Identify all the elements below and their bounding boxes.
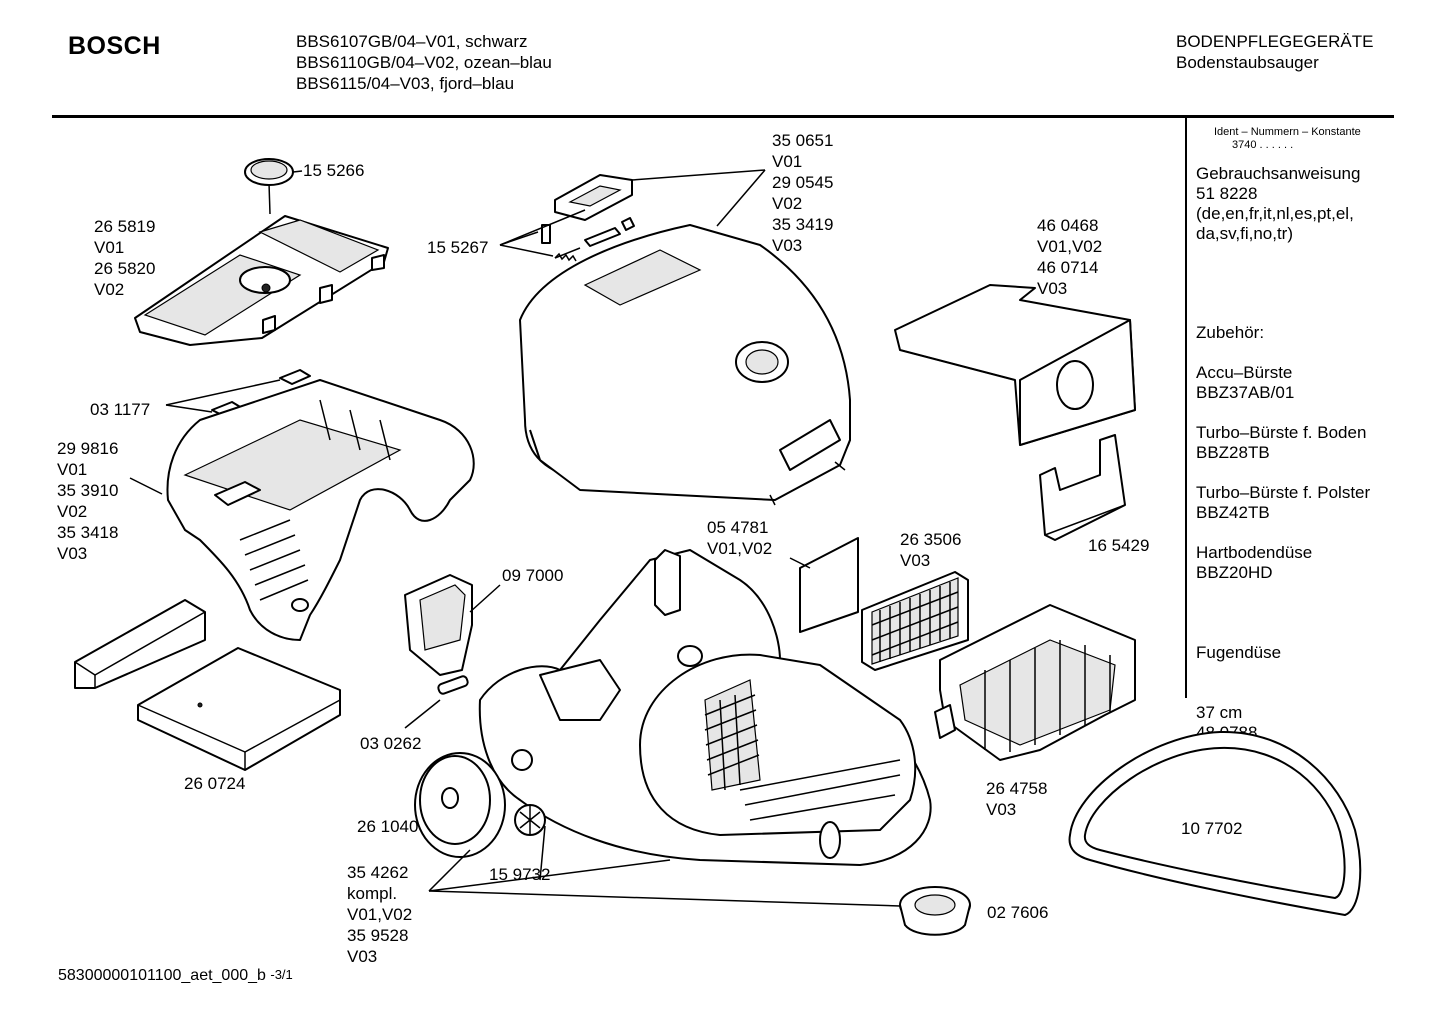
leader-line <box>716 169 766 227</box>
accessory-item: Turbo–Bürste f. Polster BBZ42TB <box>1196 483 1370 523</box>
sidebar-divider <box>1185 118 1187 698</box>
top-cover-part <box>519 224 851 506</box>
leader-line <box>631 169 766 181</box>
category-heading: BODENPFLEGEGERÄTE Bodenstaubsauger <box>1176 31 1373 73</box>
filter-sheet-part <box>799 537 859 633</box>
bag-holder-part <box>1039 434 1126 541</box>
leader-line <box>428 849 471 892</box>
accessory-name: Turbo–Bürste f. Polster <box>1196 483 1371 502</box>
wheel-part <box>414 752 506 858</box>
wheel-cap-part <box>514 804 546 836</box>
leader-line <box>428 859 671 892</box>
category-subline: Bodenstaubsauger <box>1176 53 1319 72</box>
ident-value: 3740 . . . . . . <box>1232 139 1294 151</box>
part-number-350651: 35 0651 V01 29 0545 V02 35 3419 V03 <box>772 131 834 255</box>
category-line: BODENPFLEGEGERÄTE <box>1176 32 1374 51</box>
model-line: BBS6107GB/04–V01, schwarz <box>296 32 528 51</box>
document-code: 58300000101100_aet_000_b <box>58 967 266 984</box>
accessory-code: BBZ37AB/01 <box>1196 383 1295 402</box>
part-number-263506: 26 3506 V03 <box>900 530 962 570</box>
accessory-name: Accu–Bürste <box>1196 363 1293 382</box>
accessory-code: BBZ20HD <box>1196 563 1273 582</box>
accessories-title: Zubehör: <box>1196 323 1265 342</box>
manual-block: Gebrauchsanweisung 51 8228 (de,en,fr,it,… <box>1196 164 1360 244</box>
foam-block-part <box>74 599 206 689</box>
part-number-155267: 15 5267 <box>427 238 489 257</box>
manual-line: Gebrauchsanweisung <box>1196 164 1361 183</box>
leader-line <box>404 699 441 729</box>
dust-bag-part <box>894 284 1136 446</box>
part-number-155266: 15 5266 <box>303 161 365 180</box>
base-plate-part <box>137 647 341 771</box>
upper-housing-part <box>166 379 475 641</box>
accessory-name: Hartbodendüse <box>1196 543 1313 562</box>
accessory-item: Turbo–Bürste f. Boden BBZ28TB <box>1196 423 1366 463</box>
part-number-165429: 16 5429 <box>1088 536 1150 555</box>
part-number-261040: 26 1040 <box>357 817 419 836</box>
leader-line <box>165 379 281 406</box>
leader-line <box>469 584 501 613</box>
accessory-item: Hartbodendüse BBZ20HD <box>1196 543 1312 583</box>
roller-part <box>437 675 469 695</box>
accessory-code: BBZ42TB <box>1196 503 1270 522</box>
hepa-filter-part <box>861 571 969 671</box>
model-line: BBS6115/04–V03, fjord–blau <box>296 74 515 93</box>
accessory-code: BBZ28TB <box>1196 443 1270 462</box>
leader-line <box>499 244 554 257</box>
accessory-item: Accu–Bürste BBZ37AB/01 <box>1196 363 1294 403</box>
clip-part <box>279 369 311 385</box>
model-line: BBS6110GB/04–V02, ozean–blau <box>296 53 552 72</box>
part-number-027606: 02 7606 <box>987 903 1049 922</box>
part-number-260724: 26 0724 <box>184 774 246 793</box>
header-divider <box>52 115 1394 118</box>
model-list: BBS6107GB/04–V01, schwarz BBS6110GB/04–V… <box>296 31 552 94</box>
footer: 58300000101100_aet_000_b -3/1 <box>58 967 293 985</box>
switch-assembly-part <box>541 174 635 262</box>
part-number-354262: 35 4262 kompl. V01,V02 35 9528 V03 <box>347 863 413 966</box>
manual-line: (de,en,fr,it,nl,es,pt,el, <box>1196 204 1354 223</box>
part-number-159732: 15 9732 <box>489 865 551 884</box>
brand-logo: BOSCH <box>68 32 161 60</box>
part-number-265819: 26 5819 V01 26 5820 V02 <box>94 217 156 299</box>
leader-line <box>539 825 546 881</box>
leader-line <box>789 557 811 569</box>
part-number-299816: 29 9816 V01 35 3910 V02 35 3418 V03 <box>57 439 119 563</box>
page-number: -3/1 <box>270 967 293 982</box>
leader-line <box>129 477 163 495</box>
manual-line: da,sv,fi,no,tr) <box>1196 224 1293 243</box>
knob-part <box>244 158 303 215</box>
part-number-097000: 09 7000 <box>502 566 564 585</box>
filter-basket-part <box>934 604 1136 761</box>
part-number-030262: 03 0262 <box>360 734 422 753</box>
part-number-107702: 10 7702 <box>1181 819 1243 838</box>
leader-line <box>165 404 213 413</box>
caster-part <box>899 886 971 936</box>
manual-line: 51 8228 <box>1196 184 1258 203</box>
filter-lid-part <box>134 215 389 346</box>
main-body-part <box>478 549 932 866</box>
seal-ring-part <box>1068 730 1362 916</box>
part-number-460468: 46 0468 V01,V02 46 0714 V03 <box>1037 216 1103 298</box>
leader-line <box>499 209 586 246</box>
part-number-031177: 03 1177 <box>90 400 151 419</box>
part-number-264758: 26 4758 V03 <box>986 779 1048 819</box>
hose-connector-part <box>404 574 473 676</box>
ident-title: Ident – Nummern – Konstante <box>1214 126 1361 138</box>
leader-line <box>428 890 901 907</box>
accessory-name: Turbo–Bürste f. Boden <box>1196 423 1367 442</box>
accessory-name: Fugendüse <box>1196 643 1282 662</box>
part-number-054781: 05 4781 V01,V02 <box>707 518 773 558</box>
